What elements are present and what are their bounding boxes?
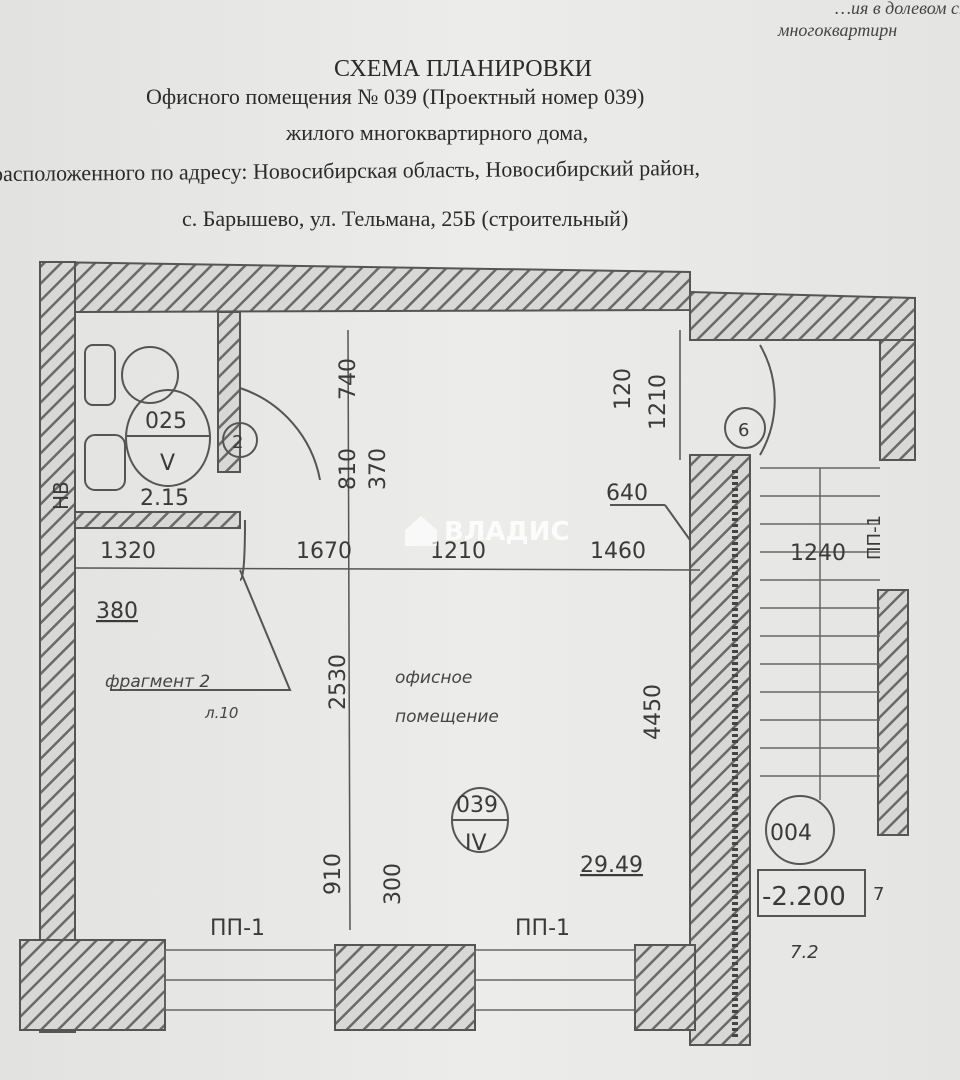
watermark: ВЛАДИС (444, 517, 570, 547)
staircase (760, 467, 880, 800)
corner-text-1: …ия в долевом строи (835, 0, 960, 18)
subtitle-line-1: Офисного помещения № 039 (Проектный номе… (146, 84, 645, 109)
wall-bottom-left (19, 939, 166, 1031)
subtitle-line-4: с. Барышево, ул. Тельмана, 25Б (строител… (182, 206, 629, 231)
dim-1210-h: 1210 (430, 539, 486, 564)
office-number: 039 (456, 793, 498, 818)
door-arc-entry (759, 344, 776, 456)
dim-4450: 4450 (641, 684, 666, 740)
dim-1240: 1240 (790, 541, 846, 566)
wall-right-lower (877, 589, 909, 836)
dim-1670: 1670 (296, 539, 352, 564)
toilet-icon (121, 346, 179, 404)
window-right-label: ПП-1 (515, 916, 570, 941)
dim-120: 120 (611, 368, 636, 410)
fragment-label: фрагмент 2 (105, 672, 210, 692)
dim-910: 910 (321, 853, 346, 895)
entry-door-mark: 6 (738, 420, 749, 441)
wall-left (39, 261, 76, 1033)
wall-interior (689, 454, 751, 1046)
wall-bath-bottom (74, 511, 241, 529)
wall-top (43, 260, 691, 314)
wall-right-upper (879, 339, 916, 461)
sink-icon (84, 434, 126, 491)
dim-1210-v: 1210 (646, 374, 671, 430)
dim-1460: 1460 (590, 539, 646, 564)
office-area: 29.49 (580, 853, 643, 878)
dim-2530: 2530 (326, 654, 351, 710)
watermark-logo-icon (405, 516, 437, 546)
dim-380: 380 (96, 599, 138, 624)
page-title: СХЕМА ПЛАНИРОВКИ (334, 56, 592, 82)
wall-bath-partition (217, 311, 241, 473)
wall-bottom-right (634, 944, 696, 1031)
corner-text-2: многоквартирн (778, 20, 898, 40)
stair-pp-label: ПП-1 (864, 515, 885, 560)
window-left-label: ПП-1 (210, 916, 265, 941)
bath-roman: V (160, 451, 175, 476)
fragment-sheet: л.10 (204, 704, 238, 722)
wall-bottom-mid (334, 944, 476, 1031)
stair-area: 7.2 (790, 942, 819, 963)
door-arc-bath (239, 387, 321, 481)
stair-number: 004 (770, 821, 812, 846)
dim-370: 370 (366, 448, 391, 490)
bath-number: 025 (145, 409, 187, 434)
dim-300: 300 (381, 863, 406, 905)
bath-area: 2.15 (140, 486, 189, 511)
subtitle-line-2: жилого многоквартирного дома, (286, 120, 589, 145)
office-label-2: помещение (395, 707, 499, 727)
office-roman: IV (465, 831, 487, 856)
dim-1320: 1320 (100, 539, 156, 564)
dim-640: 640 (606, 481, 648, 506)
bath-door-mark: 2 (232, 432, 243, 453)
stair-side-mark: 7 (873, 884, 884, 905)
wall-top-right (689, 290, 916, 341)
office-label-1: офисное (395, 668, 472, 688)
dim-740: 740 (336, 358, 361, 400)
wall-tag: НВ (49, 481, 73, 510)
dim-810: 810 (336, 448, 361, 490)
stair-level: -2.200 (762, 882, 846, 912)
